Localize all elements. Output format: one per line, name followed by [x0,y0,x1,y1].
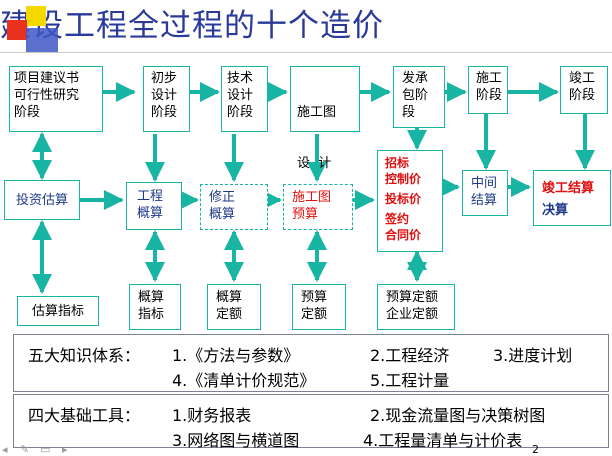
stage-construction-box: 施工 阶段 [468,66,508,114]
decoration-blue-square [26,28,58,52]
stage-label: 施工 [476,71,503,86]
stage-label: 设计 [227,88,254,103]
cost-label: 控制价 [385,172,422,186]
basis-label: 定额 [301,307,328,322]
stage-label: 初步 [151,71,178,86]
stage-label: 设 计 [297,156,332,171]
knowledge-item: 3.进度计划 [493,346,573,365]
stage-label: 阶段 [569,88,596,103]
page-number: 2 [532,443,539,456]
cost-label: 招标 [385,156,410,170]
stage-contracting-box: 发承 包阶 段 [393,66,445,128]
stage-feasibility-box: 项目建议书 可行性研究 阶段 [9,66,103,132]
tools-item: 4.工程量清单与计价表 [363,431,523,450]
basis-label: 预算 [301,290,328,305]
knowledge-item: 5.工程计量 [370,371,450,390]
cost-label: 工程 [137,189,164,204]
cost-investment-estimate-box: 投资估算 [4,180,80,220]
cost-label: 预算 [292,207,319,222]
basis-label: 估算指标 [31,303,84,319]
cost-label: 概算 [137,206,164,221]
cost-label: 决算 [542,203,569,218]
cost-label: 概算 [209,207,236,222]
basis-label: 概算 [138,290,165,305]
stage-label: 包阶 [402,88,429,103]
cost-revised-estimate-box: 修正 概算 [200,184,268,230]
cost-final-settlement-box: 竣工结算 决算 [533,170,611,226]
cost-construction-budget-box: 施工图 预算 [283,184,353,230]
cost-label: 修正 [209,190,236,205]
cost-label: 投资估算 [15,192,68,208]
cost-bid-contract-box: 招标 控制价 投标价 签约 合同价 [377,150,443,252]
slide-menu-icon[interactable]: ▭ [40,443,51,456]
knowledge-item: 1.《方法与参数》 [172,346,300,365]
stage-label: 阶段 [476,88,503,103]
cost-label: 签约 [385,212,410,226]
basis-label: 预算定额 [386,290,439,305]
cost-label: 合同价 [385,228,422,242]
decoration-red-square [7,20,27,40]
cost-label: 结算 [471,193,498,208]
stage-label: 施工图 [297,105,337,120]
basis-estimate-index-box: 估算指标 [17,296,99,326]
decoration-underline [0,52,612,53]
tools-heading: 四大基础工具： [28,406,141,425]
basis-budget-enterprise-quota-box: 预算定额 企业定额 [377,284,455,330]
knowledge-item: 2.工程经济 [370,346,450,365]
knowledge-heading: 五大知识体系： [28,346,141,365]
basis-label: 概算 [216,290,243,305]
stage-technical-design-box: 技术 设计 阶段 [221,66,268,132]
cost-label: 施工图 [292,190,332,205]
stage-completion-box: 竣工 阶段 [560,66,608,114]
decoration-yellow-square [26,6,46,26]
stage-label: 阶段 [227,105,254,120]
knowledge-item: 4.《清单计价规范》 [172,371,316,390]
next-slide-icon[interactable]: ▸ [62,443,68,456]
stage-label: 设计 [151,88,178,103]
stage-label: 项目建议书 [14,71,80,86]
pen-tool-icon[interactable]: ✎ [20,443,30,456]
basis-budget-quota-box: 预算 定额 [292,284,346,330]
stage-construction-drawing-box: 施工图 设 计 阶 段 [290,66,360,222]
tools-item: 2.现金流量图与决策树图 [370,406,546,425]
basis-estimate-index-2-box: 概算 指标 [129,284,181,330]
knowledge-panel [13,334,609,392]
stage-label: 可行性研究 [14,88,80,103]
page-title: 建设工程全过程的十个造价 [0,8,384,44]
tools-item: 3.网络图与横道图 [172,431,300,450]
previous-slide-icon[interactable]: ◂ [2,443,8,456]
stage-label: 阶段 [151,105,178,120]
stage-label: 技术 [227,71,254,86]
stage-preliminary-design-box: 初步 设计 阶段 [143,66,190,132]
stage-label: 发承 [402,71,429,86]
basis-estimate-quota-box: 概算 定额 [207,284,261,330]
cost-label: 中间 [471,176,498,191]
stage-label: 段 [402,105,416,120]
cost-design-estimate-box: 工程 概算 [126,182,182,230]
cost-interim-settlement-box: 中间 结算 [462,170,508,216]
basis-label: 指标 [138,307,165,322]
basis-label: 定额 [216,307,243,322]
stage-label: 竣工 [569,71,596,86]
cost-label: 投标价 [385,192,422,206]
cost-label: 竣工结算 [542,181,595,196]
basis-label: 企业定额 [386,307,439,322]
stage-label: 阶段 [14,105,41,120]
tools-panel [13,394,609,448]
tools-item: 1.财务报表 [172,406,252,425]
